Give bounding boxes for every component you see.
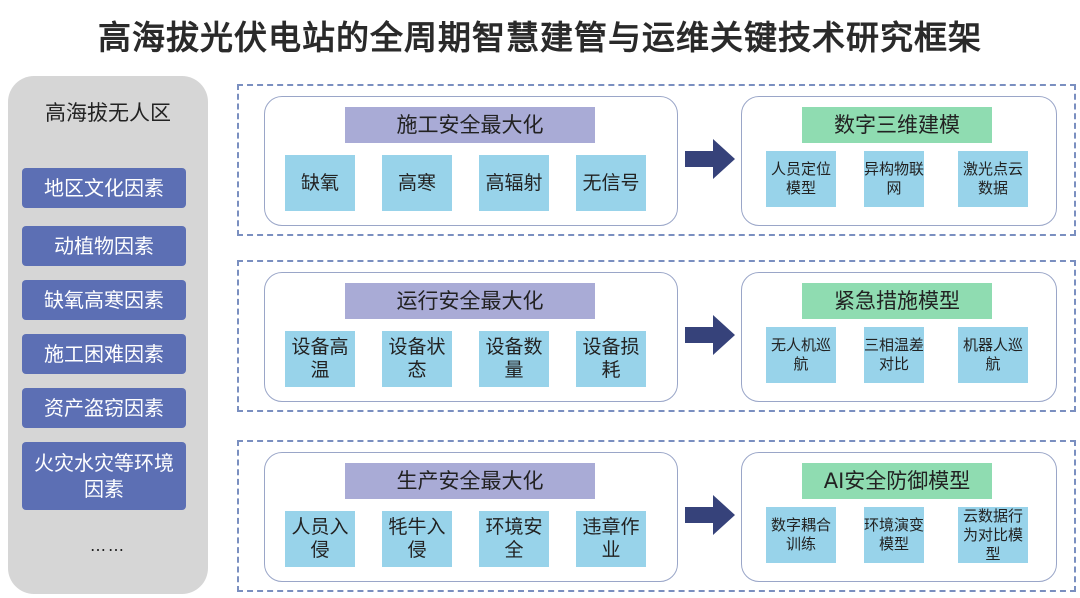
factor-box: 设备高温	[285, 331, 355, 387]
factor-box: 人员入侵	[285, 511, 355, 567]
right-arrow-icon	[685, 139, 735, 179]
model-box: 异构物联网	[864, 151, 924, 207]
sidebar-item-construction: 施工困难因素	[22, 334, 186, 374]
right-card: AI安全防御模型 数字耦合训练 环境演变模型 云数据行为对比模型	[741, 452, 1057, 582]
factor-sidebar: 高海拔无人区 地区文化因素 动植物因素 缺氧高寒因素 施工困难因素 资产盗窃因素…	[8, 76, 208, 594]
left-card: 施工安全最大化 缺氧 高寒 高辐射 无信号	[264, 96, 678, 226]
right-arrow-icon	[685, 315, 735, 355]
left-card-heading: 生产安全最大化	[345, 463, 595, 499]
model-box: 人员定位模型	[766, 151, 836, 207]
factor-box: 设备状态	[382, 331, 452, 387]
model-box: 激光点云数据	[958, 151, 1028, 207]
sidebar-item-disaster: 火灾水灾等环境因素	[22, 442, 186, 510]
factor-box: 牦牛入侵	[382, 511, 452, 567]
diagram-title: 高海拔光伏电站的全周期智慧建管与运维关键技术研究框架	[98, 18, 982, 57]
sidebar-item-theft: 资产盗窃因素	[22, 388, 186, 428]
section-operation: 运行安全最大化 设备高温 设备状态 设备数量 设备损耗 紧急措施模型 无人机巡航…	[237, 260, 1076, 412]
right-card-heading: AI安全防御模型	[802, 463, 992, 499]
factor-box: 无信号	[576, 155, 646, 211]
sidebar-item-wildlife: 动植物因素	[22, 226, 186, 266]
model-box: 云数据行为对比模型	[958, 507, 1028, 563]
sidebar-item-culture: 地区文化因素	[22, 168, 186, 208]
sidebar-heading: 高海拔无人区	[45, 101, 171, 125]
right-card: 数字三维建模 人员定位模型 异构物联网 激光点云数据	[741, 96, 1057, 226]
factor-box: 环境安全	[479, 511, 549, 567]
section-production: 生产安全最大化 人员入侵 牦牛入侵 环境安全 违章作业 AI安全防御模型 数字耦…	[237, 440, 1076, 592]
factor-box: 设备数量	[479, 331, 549, 387]
right-arrow-icon	[685, 495, 735, 535]
factor-box: 违章作业	[576, 511, 646, 567]
factor-box: 设备损耗	[576, 331, 646, 387]
factor-box: 缺氧	[285, 155, 355, 211]
model-box: 机器人巡航	[958, 327, 1028, 383]
factor-box: 高辐射	[479, 155, 549, 211]
sidebar-ellipsis: ……	[90, 536, 126, 555]
model-box: 无人机巡航	[766, 327, 836, 383]
sidebar-item-hypoxia-cold: 缺氧高寒因素	[22, 280, 186, 320]
right-card-heading: 紧急措施模型	[802, 283, 992, 319]
factor-box: 高寒	[382, 155, 452, 211]
right-card: 紧急措施模型 无人机巡航 三相温差对比 机器人巡航	[741, 272, 1057, 402]
section-construction: 施工安全最大化 缺氧 高寒 高辐射 无信号 数字三维建模 人员定位模型 异构物联…	[237, 84, 1076, 236]
model-box: 环境演变模型	[864, 507, 924, 563]
right-card-heading: 数字三维建模	[802, 107, 992, 143]
left-card: 运行安全最大化 设备高温 设备状态 设备数量 设备损耗	[264, 272, 678, 402]
model-box: 三相温差对比	[864, 327, 924, 383]
left-card-heading: 施工安全最大化	[345, 107, 595, 143]
left-card-heading: 运行安全最大化	[345, 283, 595, 319]
model-box: 数字耦合训练	[766, 507, 836, 563]
left-card: 生产安全最大化 人员入侵 牦牛入侵 环境安全 违章作业	[264, 452, 678, 582]
